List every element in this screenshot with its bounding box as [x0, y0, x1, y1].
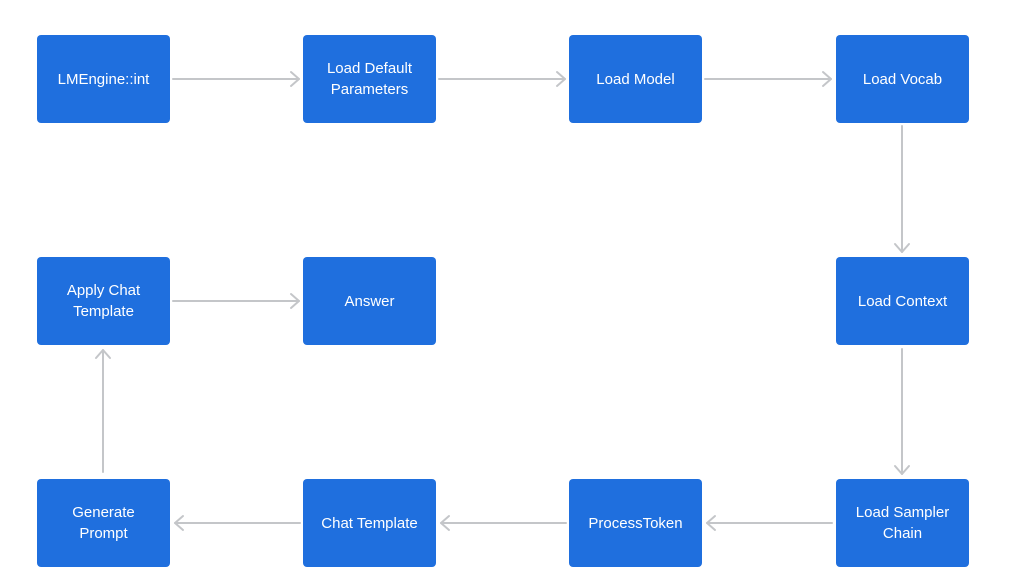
node-label: Load Vocab — [862, 70, 943, 88]
node-label: LMEngine::int — [57, 70, 150, 88]
node-chat-template: Chat Template — [303, 479, 436, 567]
node-label: Generate Prompt — [72, 504, 135, 542]
node-label: Chat Template — [321, 514, 418, 532]
node-label: Answer — [344, 292, 395, 310]
arrow-load-default-parameters-to-load-model — [438, 71, 566, 87]
node-lmengine-init: LMEngine::int — [37, 35, 170, 123]
node-load-sampler-chain: Load Sampler Chain — [836, 479, 969, 567]
node-label: Load Context — [857, 292, 948, 310]
node-apply-chat-template: Apply Chat Template — [37, 257, 170, 345]
node-label: Load Model — [596, 70, 675, 88]
node-process-token: ProcessToken — [569, 479, 702, 567]
arrow-process-token-to-chat-template — [440, 515, 567, 531]
node-load-default-parameters: Load Default Parameters — [303, 35, 436, 123]
arrow-load-context-to-load-sampler-chain — [894, 348, 910, 475]
arrow-apply-chat-template-to-answer — [172, 293, 300, 309]
node-label: ProcessToken — [588, 514, 683, 532]
node-answer: Answer — [303, 257, 436, 345]
node-load-context: Load Context — [836, 257, 969, 345]
arrow-lmengine-to-load-default-parameters — [172, 71, 300, 87]
arrow-load-model-to-load-vocab — [704, 71, 832, 87]
node-label: Apply Chat Template — [66, 282, 141, 320]
node-label: Load Sampler Chain — [855, 504, 950, 542]
node-load-model: Load Model — [569, 35, 702, 123]
node-generate-prompt: Generate Prompt — [37, 479, 170, 567]
arrow-load-vocab-to-load-context — [894, 125, 910, 253]
node-load-vocab: Load Vocab — [836, 35, 969, 123]
arrow-chat-template-to-generate-prompt — [174, 515, 301, 531]
node-label: Load Default Parameters — [326, 60, 413, 98]
arrow-load-sampler-chain-to-process-token — [706, 515, 833, 531]
arrow-generate-prompt-to-apply-chat-template — [95, 349, 111, 473]
